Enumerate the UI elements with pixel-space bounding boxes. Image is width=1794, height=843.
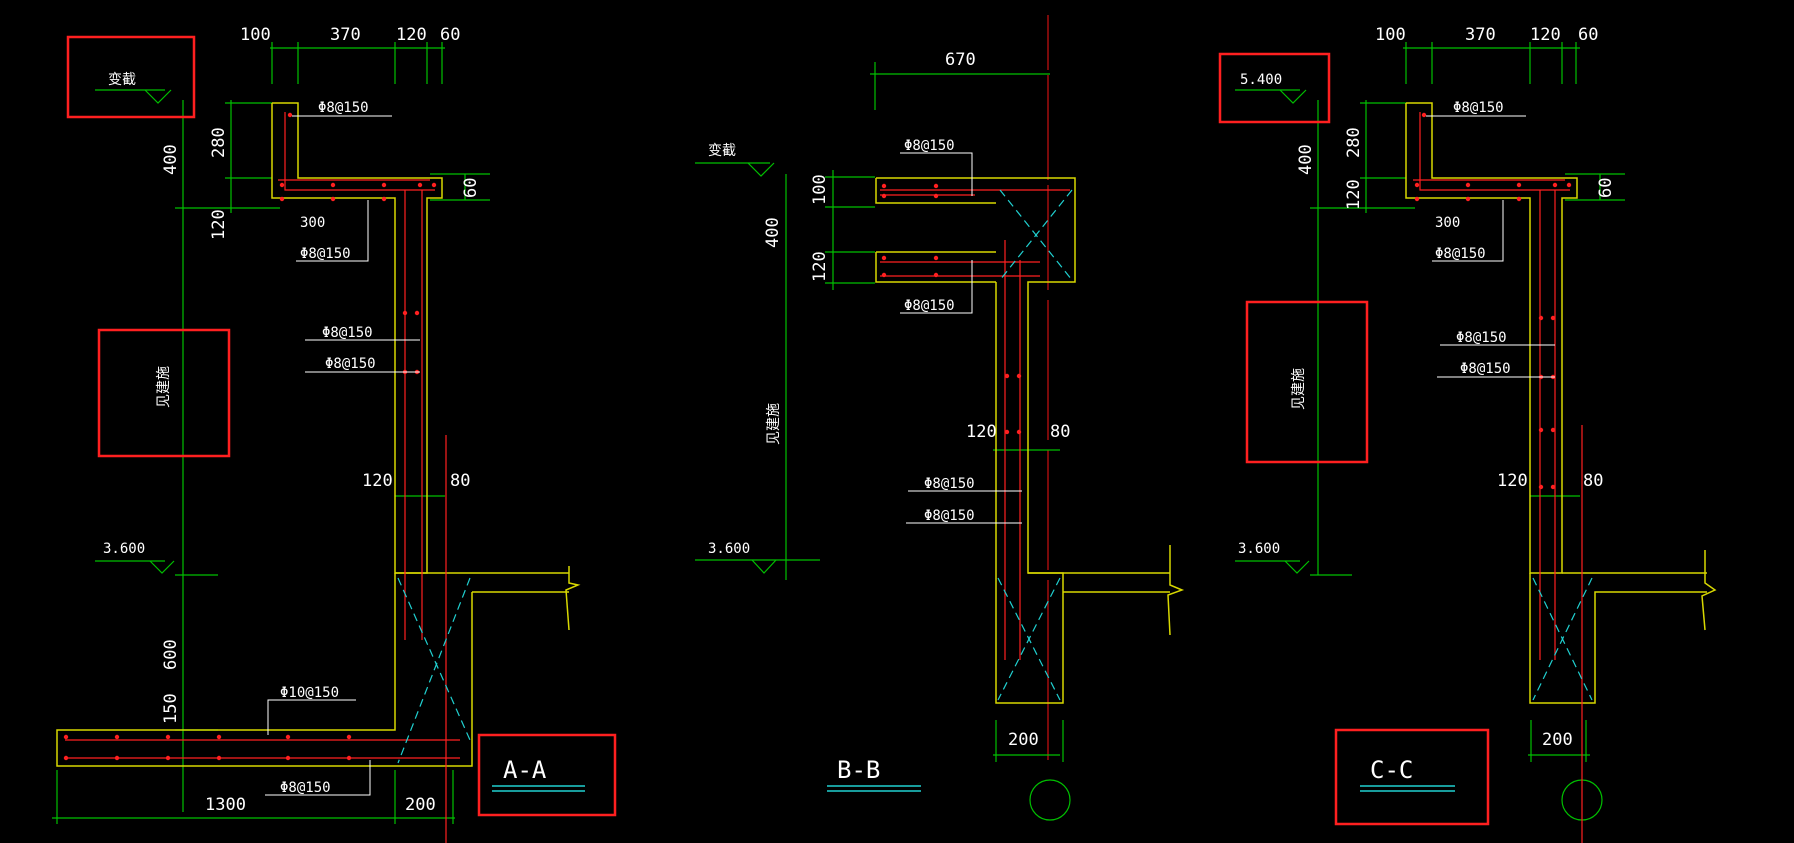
cc-level-bottom: 3.600 — [1238, 541, 1280, 557]
cc-top-dim-100: 100 — [1375, 25, 1406, 45]
aa-rebar-dots — [63, 112, 437, 761]
cc-wall-note: 见建施 — [1291, 368, 1307, 410]
aa-top-dim-60: 60 — [440, 25, 460, 45]
aa-level-bottom: 3.600 — [103, 541, 145, 557]
aa-top-dim-370: 370 — [330, 25, 361, 45]
aa-wall-note: 见建施 — [156, 366, 172, 408]
bb-dim-200: 200 — [1008, 730, 1039, 750]
cc-dim-60: 60 — [1596, 178, 1616, 198]
bb-level-top: 变截 — [708, 143, 736, 159]
aa-hatch — [397, 577, 471, 764]
cc-rebar-wall1: Φ8@150 — [1456, 330, 1507, 346]
aa-rebar-top: Φ8@150 — [318, 100, 369, 116]
bb-rebar — [880, 189, 1070, 660]
aa-level-top-box — [66, 35, 196, 119]
cc-title-underline — [1360, 785, 1455, 792]
cc-top-dim-370: 370 — [1465, 25, 1496, 45]
bb-wall-note: 见建施 — [766, 403, 782, 445]
aa-rebar-found-top: Φ10@150 — [280, 685, 339, 701]
aa-leaders — [265, 115, 420, 796]
cc-rebar-wall2: Φ8@150 — [1460, 361, 1511, 377]
cc-level-top-box — [1218, 52, 1331, 124]
bb-dim-100: 100 — [810, 174, 830, 205]
bb-wall-80: 80 — [1050, 422, 1070, 442]
bb-rebar-2: Φ8@150 — [904, 298, 955, 314]
cc-dim-280: 280 — [1344, 127, 1364, 158]
cc-rebar — [1413, 112, 1583, 843]
cc-dim-300: 300 — [1435, 215, 1460, 231]
aa-wall-120: 120 — [362, 471, 393, 491]
bb-dim-400: 400 — [763, 217, 783, 248]
aa-rebar-wall1: Φ8@150 — [322, 325, 373, 341]
aa-dim-150: 150 — [161, 693, 181, 724]
cc-dim-200: 200 — [1542, 730, 1573, 750]
bb-dim-120: 120 — [810, 251, 830, 282]
bb-dim-670: 670 — [945, 50, 976, 70]
bb-title-underline — [827, 785, 921, 792]
cc-hatch — [1532, 577, 1593, 701]
bb-rebar-dots — [881, 183, 1022, 435]
aa-dim-280: 280 — [209, 127, 229, 158]
aa-rebar-found-bottom: Φ8@150 — [280, 780, 331, 796]
cc-top-dim-120: 120 — [1530, 25, 1561, 45]
aa-title-box — [477, 733, 617, 817]
cc-level-top: 5.400 — [1240, 72, 1282, 88]
cc-wall-note-box — [1245, 300, 1369, 464]
section-aa: 100 370 120 60 变截 400 280 120 60 300 Φ8@… — [52, 25, 617, 843]
bb-hatch — [997, 189, 1073, 701]
aa-dim-120a: 120 — [209, 209, 229, 240]
section-bb: 670 变截 100 400 120 Φ8@150 Φ8@150 见建施 120… — [695, 15, 1185, 821]
aa-dim-600: 600 — [161, 639, 181, 670]
bb-dimension-lines — [695, 62, 1071, 821]
aa-rebar-slab: Φ8@150 — [300, 246, 351, 262]
cc-leaders — [1426, 115, 1555, 378]
aa-wall-note-box — [97, 328, 231, 458]
aa-rebar-wall2: Φ8@150 — [325, 356, 376, 372]
aa-title: A-A — [503, 756, 547, 784]
bb-wall-120: 120 — [966, 422, 997, 442]
cc-rebar-dots — [1414, 112, 1572, 490]
aa-top-dim-120: 120 — [396, 25, 427, 45]
bb-rebar-3: Φ8@150 — [924, 476, 975, 492]
bb-concrete-outline — [875, 177, 1185, 704]
bb-rebar-1: Φ8@150 — [904, 138, 955, 154]
bb-title: B-B — [837, 756, 880, 784]
aa-title-underline — [492, 785, 585, 792]
aa-dim-400: 400 — [161, 144, 181, 175]
bb-leaders — [900, 152, 1022, 524]
aa-dim-300: 300 — [300, 215, 325, 231]
bb-rebar-4: Φ8@150 — [924, 508, 975, 524]
aa-dim-1300: 1300 — [205, 795, 246, 815]
cc-top-dim-60: 60 — [1578, 25, 1598, 45]
cc-rebar-slab: Φ8@150 — [1435, 246, 1486, 262]
cc-wall-80: 80 — [1583, 471, 1603, 491]
aa-level-top: 变截 — [108, 72, 136, 88]
cc-rebar-top: Φ8@150 — [1453, 100, 1504, 116]
bb-level-bottom: 3.600 — [708, 541, 750, 557]
aa-dim-200: 200 — [405, 795, 436, 815]
cc-dim-120a: 120 — [1344, 179, 1364, 210]
cc-title-box — [1334, 728, 1490, 826]
aa-top-dim-100: 100 — [240, 25, 271, 45]
cc-dim-400: 400 — [1296, 144, 1316, 175]
aa-concrete-outline — [56, 102, 581, 767]
cc-concrete-outline — [1405, 102, 1717, 704]
section-cc: 100 370 120 60 5.400 400 280 120 60 300 … — [1218, 25, 1717, 843]
aa-dim-60: 60 — [461, 178, 481, 198]
cc-title: C-C — [1370, 756, 1413, 784]
aa-wall-80: 80 — [450, 471, 470, 491]
cc-wall-120: 120 — [1497, 471, 1528, 491]
